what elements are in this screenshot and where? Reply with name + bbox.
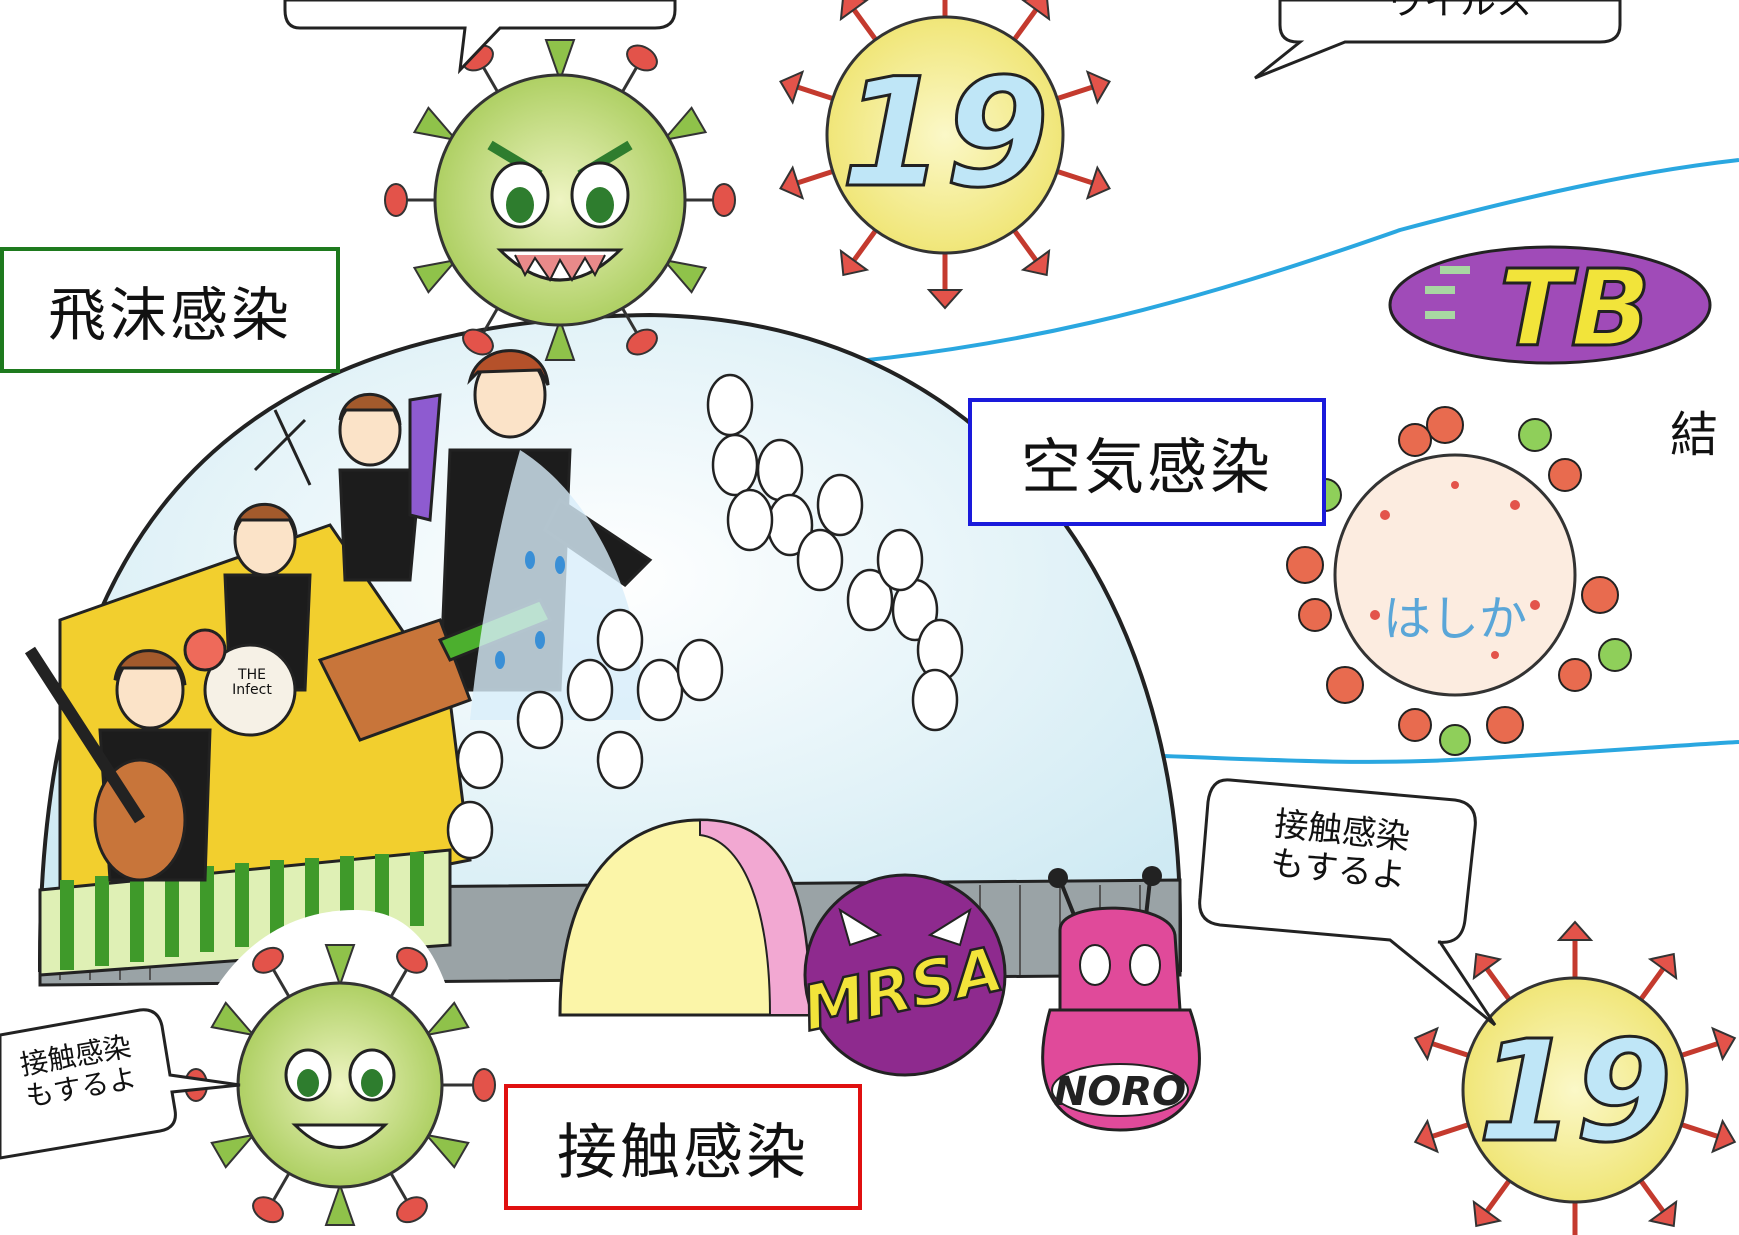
noro-virus: NORO [1041,866,1201,1132]
tb-bacterium: TB [1388,245,1712,372]
contact-infection-label: 接触感染 [504,1084,862,1210]
speech-bubble-top-right [1254,0,1622,80]
tb-label: TB [1499,248,1651,370]
bubble-text-top-right: ウイルス [1387,0,1532,23]
measles-label: はしか [1383,591,1527,647]
airborne-infection-label: 空気感染 [968,398,1326,526]
mrsa-bacterium: MRSA [795,873,1010,1077]
covid-number-bottom: 19 [1478,1011,1673,1174]
measles-virus: はしか [1286,406,1632,756]
noro-label: NORO [1054,1069,1186,1115]
speech-bubble-left [0,1008,241,1160]
green-virus-top [383,38,737,362]
airborne-boundary-top [729,158,1739,372]
covid-virus-top: 19 [776,0,1115,308]
tb-caption-partial: 結 [1670,407,1719,463]
band-illustration [24,349,653,882]
droplet-infection-label: 飛沫感染 [0,247,340,373]
green-virus-bottom [160,910,497,1235]
covid-virus-bottom: 19 [1410,922,1739,1235]
droplets-cloud [446,373,964,860]
speech-bubble-top-left [283,0,677,75]
speech-bubble-right [1198,778,1497,1027]
covid-number-top: 19 [841,47,1050,221]
drum-text: THE Infect [232,667,272,699]
